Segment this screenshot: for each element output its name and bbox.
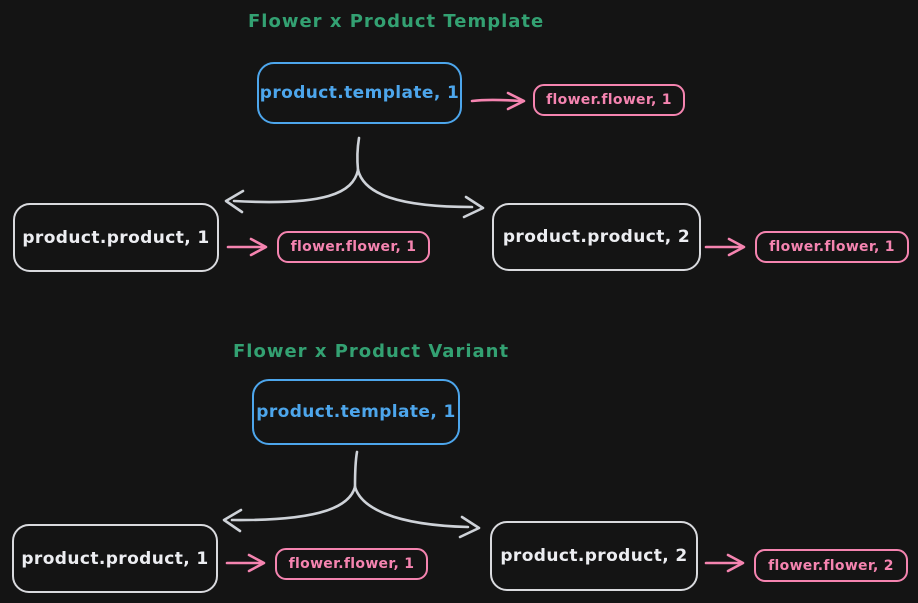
node-product1-flower[interactable]: flower.flower, 1: [277, 231, 430, 263]
node-variant-product-product-2[interactable]: product.product, 2: [490, 521, 698, 591]
link-arrow-product1-flower-1: [226, 237, 268, 257]
diagram-title-template: Flower x Product Template: [248, 11, 545, 32]
node-variant-product1-flower[interactable]: flower.flower, 1: [275, 548, 428, 580]
link-arrow-product2-flower-2: [704, 553, 745, 573]
tree-connector-2: [222, 450, 481, 539]
link-arrow-product1-flower-2: [225, 553, 266, 573]
node-variant-product-product-1[interactable]: product.product, 1: [12, 524, 218, 593]
node-product-product-2[interactable]: product.product, 2: [492, 203, 701, 271]
node-variant-product-template-1[interactable]: product.template, 1: [252, 379, 460, 445]
tree-connector-1: [224, 136, 485, 219]
node-variant-product2-flower[interactable]: flower.flower, 2: [754, 549, 908, 582]
link-arrow-product2-flower-1: [704, 237, 746, 257]
node-product2-flower[interactable]: flower.flower, 1: [755, 231, 909, 263]
diagram-title-variant: Flower x Product Variant: [233, 341, 510, 362]
node-product-template-1[interactable]: product.template, 1: [257, 62, 462, 124]
node-template-flower-1[interactable]: flower.flower, 1: [533, 84, 685, 116]
link-arrow-template-flower-1: [470, 91, 526, 111]
node-product-product-1[interactable]: product.product, 1: [13, 203, 219, 272]
